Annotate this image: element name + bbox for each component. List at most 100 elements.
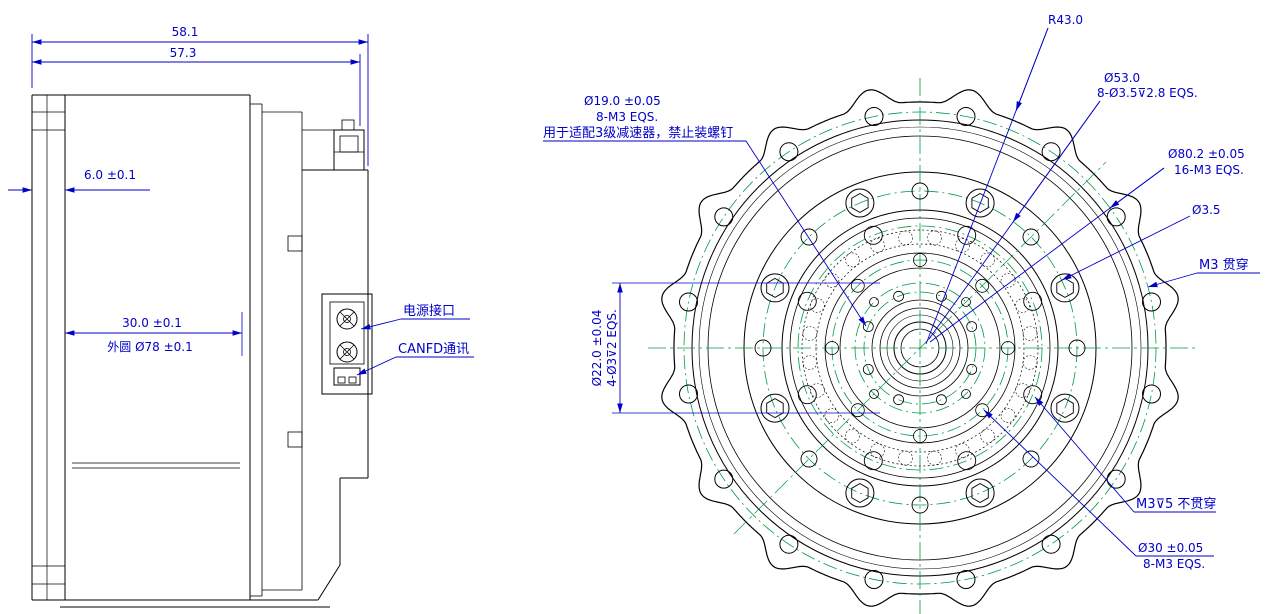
outer-bolt-hole (779, 534, 799, 554)
adapter-tapped-hole (862, 321, 874, 333)
inner-tapped-hole (850, 403, 865, 418)
inner-tapped-hole (913, 429, 927, 443)
dim-d19-note-label: 用于适配3级减速器，禁止装螺钉 (543, 126, 733, 141)
canfd-connector-icon (333, 367, 361, 386)
inner-tapped-hole (850, 278, 865, 293)
flange-hole (800, 228, 818, 246)
dowel-hole (869, 297, 879, 307)
dim-d30-sub-label: 8-M3 EQS. (1143, 557, 1205, 571)
inner-tapped-hole (975, 403, 990, 418)
socket-screw-head (845, 478, 875, 508)
bearing-roller (1015, 298, 1030, 313)
dim-d53-label: Ø53.0 (1104, 71, 1140, 85)
outer-bolt-hole (1106, 469, 1126, 489)
outer-bolt-hole (714, 469, 734, 489)
bearing-roller (824, 408, 840, 423)
outer-bolt-hole (1041, 534, 1061, 554)
hex-socket-icon (971, 482, 989, 504)
dim-d30-label: Ø30 ±0.05 (1138, 541, 1203, 555)
blind-tapped-hole (797, 291, 817, 311)
blind-tapped-hole (1023, 385, 1043, 405)
dim-d80-sub-label: 16-M3 EQS. (1174, 163, 1244, 177)
dim-m3-through-label: M3 贯穿 (1199, 257, 1249, 273)
bearing-roller (927, 230, 942, 246)
socket-screw-head (965, 188, 995, 218)
dim-r43-label: R43.0 (1048, 13, 1083, 27)
front-view-dimensions (543, 27, 1260, 557)
centerline-diagonal (733, 161, 1107, 535)
outer-bolt-hole (864, 107, 884, 126)
blind-tapped-hole (863, 225, 883, 245)
hex-socket-icon (971, 192, 989, 214)
adapter-tapped-hole (966, 321, 978, 333)
bearing-roller (898, 450, 913, 466)
inner-tapped-hole (825, 341, 839, 355)
bearing-roller (1000, 273, 1016, 288)
dim-d19-sub-label: 8-M3 EQS. (596, 110, 658, 124)
flange-hole (911, 496, 929, 514)
socket-screw-head (965, 478, 995, 508)
outer-bolt-hole (1142, 384, 1161, 404)
bearing-roller (870, 443, 885, 458)
dim-d22-sub-label: 4-Ø3⊽2 EQS. (605, 309, 619, 387)
dim-d35-label: Ø3.5 (1192, 203, 1221, 217)
flange-hole (800, 450, 818, 468)
dim-d80-label: Ø80.2 ±0.05 (1168, 147, 1245, 161)
socket-screw-head (760, 273, 790, 303)
adapter-tapped-hole (966, 363, 978, 375)
bearing-roller (927, 450, 942, 466)
bearing-roller (955, 443, 970, 458)
connector-block (321, 293, 373, 395)
bearing-roller (1000, 408, 1016, 423)
bearing-roller (980, 428, 995, 444)
blind-tapped-hole (957, 225, 977, 245)
flange-hole (1022, 228, 1040, 246)
bearing-roller (810, 298, 825, 313)
dim-flange-label: 6.0 ±0.1 (84, 168, 136, 182)
bearing-roller (845, 428, 860, 444)
outer-bolt-hole (956, 107, 976, 126)
dim-depth-label: 30.0 ±0.1 (122, 316, 182, 330)
power-port-label: 电源接口 (403, 303, 455, 319)
outer-bolt-hole (864, 570, 884, 589)
blind-tapped-hole (1023, 291, 1043, 311)
flange-hole (911, 182, 929, 200)
outer-bolt-hole (1041, 142, 1061, 162)
bearing-race-circle (815, 243, 1025, 453)
bearing-roller (898, 230, 913, 246)
adapter-tapped-hole (893, 290, 904, 302)
bearing-roller (955, 238, 970, 253)
outer-bolt-hole (1142, 292, 1161, 312)
hex-socket-icon (1056, 398, 1074, 419)
front-view-geometry (648, 78, 1196, 614)
blind-tapped-hole (863, 451, 883, 471)
dowel-hole (961, 389, 971, 399)
dowel-hole (961, 297, 971, 307)
bearing-roller (1022, 355, 1038, 370)
housing-outline (661, 89, 1179, 607)
dim-d53-sub-label: 8-Ø3.5⊽2.8 EQS. (1097, 86, 1198, 100)
flange-hole (754, 339, 772, 357)
hex-socket-icon (766, 398, 784, 419)
adapter-tapped-hole (936, 290, 947, 302)
side-view-dimensions (8, 34, 474, 376)
canfd-port-label: CANFD通讯 (398, 342, 469, 357)
adapter-tapped-hole (862, 363, 874, 375)
outer-bolt-hole (679, 292, 698, 312)
flange-hole (1022, 450, 1040, 468)
inner-tapped-hole (975, 278, 990, 293)
inner-tapped-hole (913, 253, 927, 267)
bearing-roller (845, 252, 860, 268)
adapter-tapped-hole (893, 394, 904, 406)
bearing-roller (870, 238, 885, 253)
power-connector-icon (336, 308, 358, 363)
bearing-roller (1015, 383, 1030, 398)
bearing-roller (802, 326, 818, 341)
side-view: 58.1 57.3 6.0 ±0.1 30.0 ±0.1 外圆 Ø78 ±0.1… (8, 25, 474, 608)
bearing-roller (810, 383, 825, 398)
socket-screw-head (1050, 393, 1080, 423)
dim-body-width-label: 57.3 (170, 46, 197, 60)
dim-m3-blind-label: M3⊽5 不贯穿 (1136, 496, 1216, 512)
